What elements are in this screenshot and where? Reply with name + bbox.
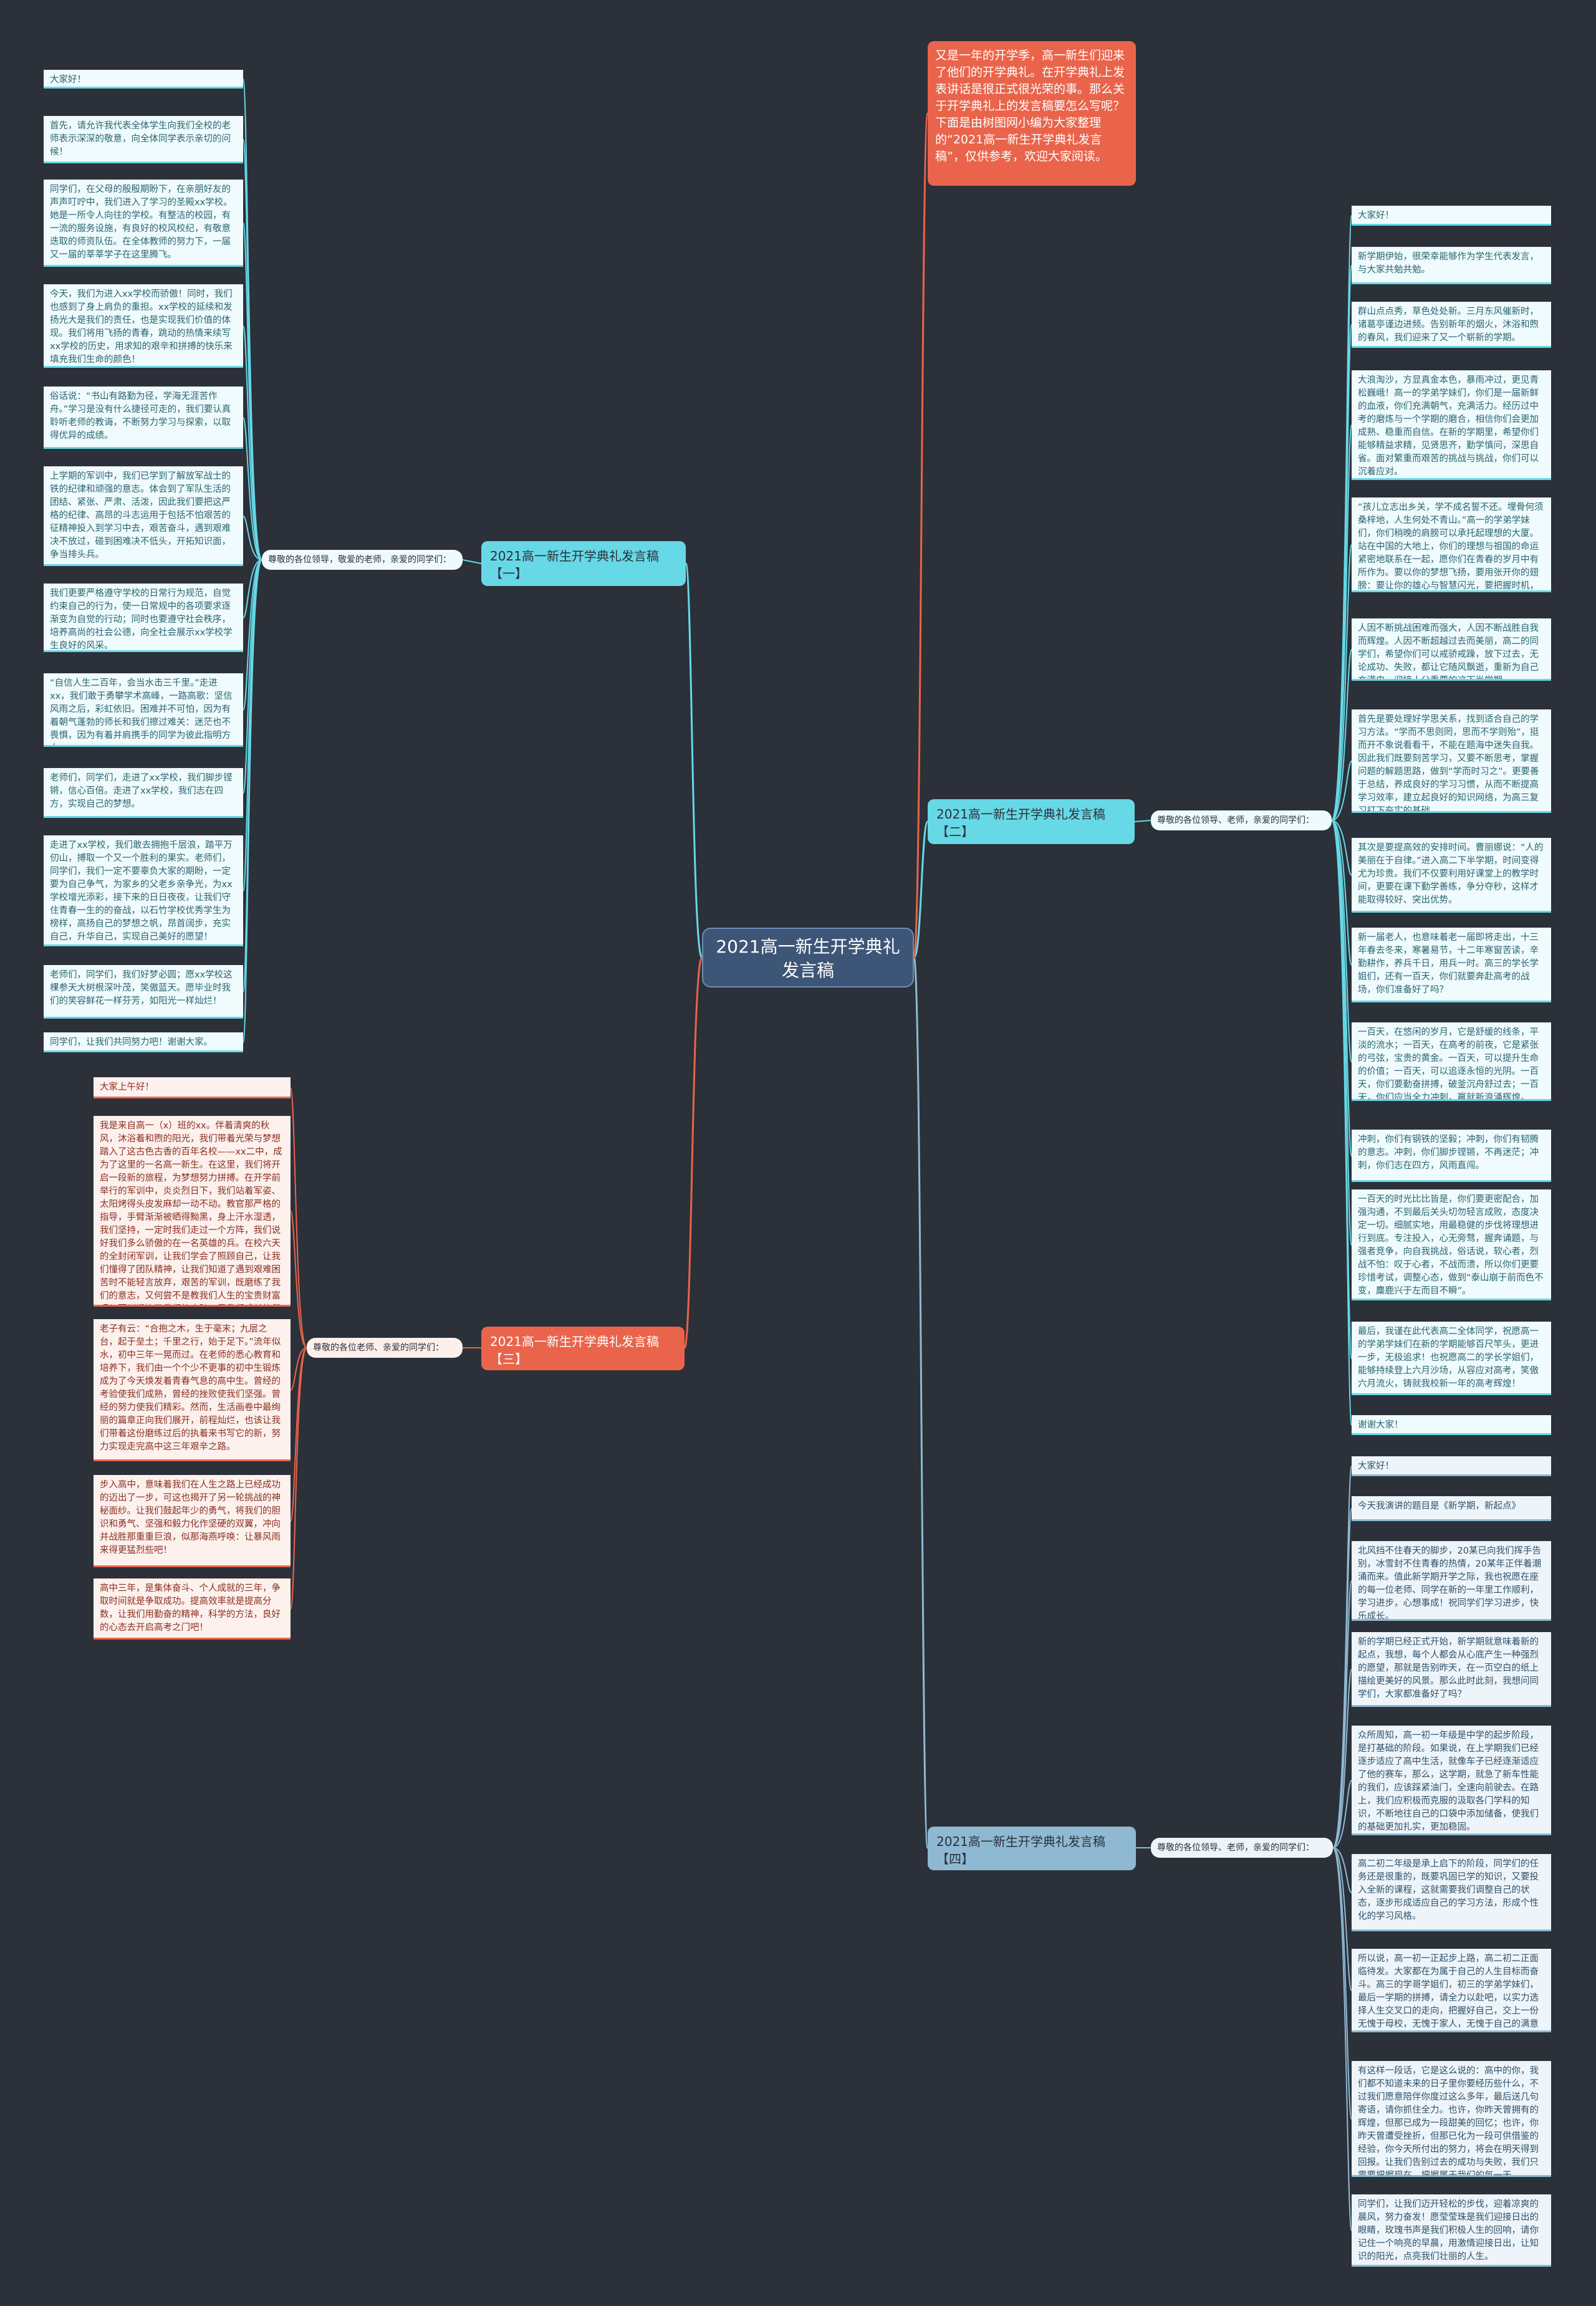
connector (243, 516, 262, 560)
branch-2-paragraph[interactable]: 其次是要提高效的安排时间。曹丽娜说：“人的美丽在于自律。”进入高二下半学期，时间… (1352, 838, 1551, 913)
connector (1331, 820, 1352, 966)
branch-2-greeting[interactable]: 尊敬的各位领导、老师，亲爱的同学们： (1151, 810, 1332, 830)
connector (1332, 1847, 1352, 2231)
connector (1134, 820, 1151, 822)
branch-2-paragraph[interactable]: 群山点点秀，草色处处新。三月东风催新时，诸葛亭谨边进频。告别新年的烟火，沐浴和煦… (1352, 302, 1551, 348)
connector (290, 1211, 307, 1348)
branch-2-paragraph[interactable]: 人因不断挑战困难而强大，人因不断战胜自我而辉煌。人因不断超越过去而美丽，高二的同… (1352, 618, 1551, 681)
connector (1331, 820, 1352, 1062)
branch-4-paragraph[interactable]: 今天我演讲的题目是《新学期，新起点》 (1352, 1496, 1551, 1521)
branch-3-paragraph[interactable]: 老子有云：“合抱之木，生于毫末；九层之台，起于垒土；千里之行，始于足下。”流年似… (94, 1319, 291, 1461)
branch-2-paragraph[interactable]: 首先是要处理好学思关系，找到适合自己的学习方法。“学而不思则罔，思而不学则殆”，… (1352, 709, 1551, 813)
branch-1-paragraph[interactable]: 首先，请允许我代表全体学生向我们全校的老师表示深深的敬意，向全体同学表示亲切的问… (44, 116, 243, 163)
connector (685, 562, 703, 959)
connector (1332, 1847, 1352, 1893)
branch-1-paragraph[interactable]: 上学期的军训中，我们已学到了解放军战士的铁的纪律和顽强的意志。体会到了军队生活的… (44, 466, 243, 566)
branch-2-paragraph[interactable]: 新一届老人，也意味着老一届即将走出，十三年春去冬来，寒暑易节，十二年寒窗苦读，辛… (1352, 928, 1551, 1002)
branch-1-title[interactable]: 2021高一新生开学典礼发言稿【一】 (481, 541, 686, 586)
connector (243, 223, 262, 560)
branch-2-paragraph[interactable]: 一百天，在悠闲的岁月，它是舒缓的线条，平淡的流水；一百天，在高考的前夜，它是紧张… (1352, 1022, 1551, 1101)
connector (290, 1347, 307, 1522)
branch-4-paragraph[interactable]: 北风挡不住春天的脚步，20某已向我们挥手告别，冰雪封不住青春的热情，20某年正伴… (1352, 1541, 1551, 1621)
branch-4-greeting[interactable]: 尊敬的各位领导、老师，亲爱的同学们： (1151, 1838, 1333, 1858)
branch-1-paragraph[interactable]: 老师们，同学们，走进了xx学校，我们脚步铿锵，信心百倍。走进了xx学校，我们志在… (44, 768, 243, 818)
branch-2-paragraph[interactable]: 一百天的时光比比皆是，你们要更密配合，加强沟通，不到最后关头切勿轻言成败，态度决… (1352, 1189, 1551, 1300)
connector (1331, 324, 1352, 821)
connector (1331, 544, 1352, 821)
connector (1331, 820, 1352, 1246)
branch-4-paragraph[interactable]: 大家好！ (1352, 1456, 1551, 1476)
connector (243, 559, 262, 891)
connector (1332, 1508, 1352, 1848)
connector (290, 1347, 307, 1610)
connector (1331, 761, 1352, 821)
connector (1332, 1847, 1352, 1991)
connector (243, 559, 262, 1043)
connector (290, 1087, 307, 1348)
connector (1332, 1580, 1352, 1848)
connector (243, 325, 262, 560)
connector (913, 820, 929, 959)
branch-2-paragraph[interactable]: “孩儿立志出乡关，学不成名誓不还。埋骨何须桑梓地，人生何处不青山。”高一的学弟学… (1352, 497, 1551, 592)
branch-1-paragraph[interactable]: “自信人生二百年，会当水击三千里。”走进xx，我们敢于勇攀学术高峰，一路高歌：坚… (44, 673, 243, 747)
branch-2-paragraph[interactable]: 大家好！ (1352, 206, 1551, 226)
branch-1-paragraph[interactable]: 我们更要严格遵守学校的日常行为规范，自觉约束自己的行为，使一日常规中的各项要求逐… (44, 584, 243, 652)
connector (1332, 1669, 1352, 1848)
branch-3-paragraph[interactable]: 大家上午好！ (94, 1077, 291, 1098)
branch-1-paragraph[interactable]: 同学们，让我们共同努力吧！谢谢大家。 (44, 1032, 243, 1052)
connector (1331, 425, 1352, 821)
central-topic[interactable]: 2021高一新生开学典礼发言稿 (702, 928, 914, 987)
connector (683, 956, 703, 1349)
branch-3-greeting[interactable]: 尊敬的各位老师、亲爱的同学们： (307, 1338, 463, 1358)
branch-4-paragraph[interactable]: 所以说，高一初一正起步上路，高二初二正面临待发。大家都在为属于自己的人生目标而奋… (1352, 1949, 1551, 2032)
connector (1331, 820, 1352, 1156)
branch-1-paragraph[interactable]: 同学们，在父母的殷殷期盼下，在亲朋好友的声声叮咛中，我们进入了学习的圣殿xx学校… (44, 180, 243, 267)
branch-3-title[interactable]: 2021高一新生开学典礼发言稿【三】 (481, 1327, 685, 1370)
branch-4-title[interactable]: 2021高一新生开学典礼发言稿【四】 (928, 1827, 1136, 1870)
branch-1-paragraph[interactable]: 走进了xx学校，我们敢去拥抱千层浪，踏平万仞山，搏取一个又一个胜利的果实。老师们… (44, 835, 243, 946)
branch-3-paragraph[interactable]: 我是来自高一（x）班的xx。伴着清爽的秋风，沐浴着和煦的阳光，我们带着光荣与梦想… (94, 1116, 291, 1307)
connector (1331, 649, 1352, 821)
branch-3-paragraph[interactable]: 高中三年，是集体奋斗、个人成就的三年，争取时间就是争取成功。提高效率就是提高分数… (94, 1578, 291, 1640)
connector (243, 417, 262, 560)
branch-2-paragraph[interactable]: 冲刺，你们有钢铁的坚毅；冲刺，你们有韧腾的意志。冲刺，你们脚步铿锵，不再迷茫；冲… (1352, 1130, 1551, 1182)
connector (1332, 1780, 1352, 1848)
connector (243, 559, 262, 794)
branch-1-greeting[interactable]: 尊敬的各位领导，敬爱的老师，亲爱的同学们： (262, 550, 463, 570)
branch-4-paragraph[interactable]: 高二初二年级是承上启下的阶段，同学们的任务还是很重的，既要巩固已学的知识，又要投… (1352, 1854, 1551, 1931)
connector (243, 559, 262, 618)
branch-1-paragraph[interactable]: 俗话说：“书山有路勤为径，学海无涯苦作舟。”学习是没有什么捷径可走的，我们要认真… (44, 387, 243, 449)
branch-4-paragraph[interactable]: 同学们，让我们迈开轻松的步伐，迎着凉爽的晨风，努力奋发！愿莹莹珠是我们迎接日出的… (1352, 2194, 1551, 2267)
connector (243, 559, 262, 711)
branch-1-paragraph[interactable]: 大家好！ (44, 70, 243, 89)
branch-4-paragraph[interactable]: 新的学期已经正式开始，新学期就意味着新的起点，我想，每个人都会从心底产生一种强烈… (1352, 1632, 1551, 1707)
branch-2-paragraph[interactable]: 谢谢大家！ (1352, 1415, 1551, 1435)
branch-1-paragraph[interactable]: 老师们，同学们，我们好梦必圆；愿xx学校这棵参天大树根深叶茂，笑傲蓝天。愿毕业时… (44, 965, 243, 1019)
connector (1332, 1847, 1352, 2120)
branch-2-paragraph[interactable]: 最后，我谨在此代表高二全体同学，祝愿高一的学弟学妹们在新的学期能够百尺竿头，更进… (1352, 1322, 1551, 1395)
connector (913, 956, 929, 1849)
branch-4-paragraph[interactable]: 众所周知，高一初一年级是中学的起步阶段，是打基础的阶段。如果说，在上学期我们已经… (1352, 1726, 1551, 1835)
connector (1331, 820, 1352, 876)
branch-4-paragraph[interactable]: 有这样一段话，它是这么说的：高中的你，我们都不知道未来的日子里你要经历些什么，不… (1352, 2061, 1551, 2177)
branch-2-paragraph[interactable]: 新学期伊始，很荣幸能够作为学生代表发言，与大家共勉共勉。 (1352, 247, 1551, 284)
branch-2-title[interactable]: 2021高一新生开学典礼发言稿【二】 (928, 799, 1135, 844)
connector (290, 1347, 307, 1391)
connector (243, 139, 262, 560)
branch-1-paragraph[interactable]: 今天，我们为进入xx学校而骄傲！同时，我们也感到了身上肩负的重担。xx学校的延续… (44, 284, 243, 368)
connector (913, 112, 929, 959)
intro-note[interactable]: 又是一年的开学季，高一新生们迎来了他们的开学典礼。在开学典礼上发表讲话是很正式很… (928, 41, 1136, 186)
branch-2-paragraph[interactable]: 大浪淘沙，方显真金本色，暴雨冲过，更见青松巍峨！高一的学弟学妹们，你们是一届新鲜… (1352, 370, 1551, 480)
connector (1331, 820, 1352, 1426)
connector (462, 559, 482, 564)
branch-3-paragraph[interactable]: 步入高中，意味着我们在人生之路上已经成功的迈出了一步，可这也揭开了另一轮挑战的神… (94, 1475, 291, 1567)
